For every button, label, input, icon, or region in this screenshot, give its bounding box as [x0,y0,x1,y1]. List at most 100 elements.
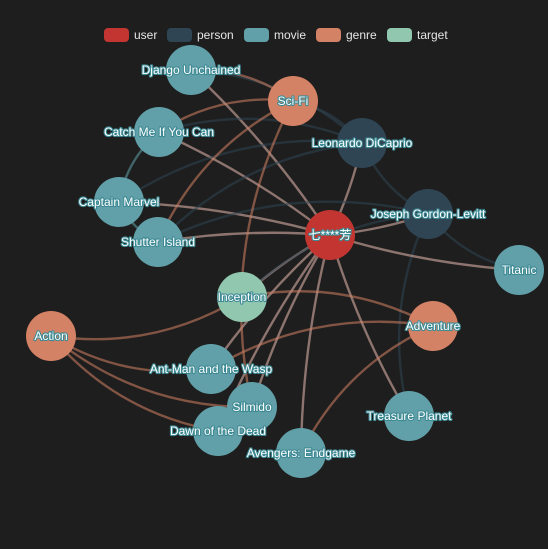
node-label-halo: Joseph Gordon-Levitt [371,207,486,221]
link-user-titanic [329,233,520,272]
node-label-halo: Captain Marvel [79,195,160,209]
node-label-halo: Silmido [232,400,272,414]
legend-item-user[interactable]: user [104,28,157,42]
node-circle [494,245,544,295]
node-label-halo: Leonardo DiCaprio [312,136,413,150]
node-label: Avengers: Endgame [247,446,356,460]
node-label: Joseph Gordon-Levitt [371,207,486,221]
node-label-halo: Titanic [502,263,537,277]
node-label-halo: Catch Me If You Can [104,125,214,139]
link-adventure-inception [241,290,434,328]
node-circle [186,344,236,394]
node-label: Shutter Island [121,235,195,249]
node-circle [305,210,355,260]
link-scifi-shutter [156,99,294,243]
legend-swatch [316,28,341,42]
legend-swatch [167,28,192,42]
node-label-halo: Sci-Fi [278,94,309,108]
legend-item-target[interactable]: target [387,28,448,42]
link-leo-shutter [157,141,363,243]
legend-label: movie [274,28,306,42]
node-label: Treasure Planet [367,409,453,423]
node-circle [94,177,144,227]
legend-swatch [244,28,269,42]
node-circle [408,301,458,351]
legend-label: target [417,28,448,42]
node-label-halo: Action [34,329,67,343]
link-user-django [190,69,332,236]
link-action-inception [50,295,243,341]
link-action-silmido [50,335,253,409]
link-leo-captain [118,139,363,204]
node-label-halo: Adventure [406,319,461,333]
node-label: Inception [218,290,267,304]
legend: user person movie genre target [104,28,448,42]
node-label-halo: Inception [218,290,267,304]
node-label-halo: Ant-Man and the Wasp [150,362,273,376]
legend-swatch [387,28,412,42]
node-label-halo: Treasure Planet [367,409,453,423]
node-circle [166,45,216,95]
node-label-halo: Shutter Island [121,235,195,249]
node-label: Sci-Fi [278,94,309,108]
node-circle [133,217,183,267]
node-circle [276,428,326,478]
node-circle [217,272,267,322]
node-label: Captain Marvel [79,195,160,209]
node-label-halo: Django Unchained [142,63,241,77]
legend-label: person [197,28,234,42]
node-label: Dawn of the Dead [170,424,266,438]
legend-swatch [104,28,129,42]
link-user-avengers [299,234,332,454]
link-scifi-silmido [239,100,295,408]
link-user-silmido [250,234,332,408]
node-label: Adventure [406,319,461,333]
legend-label: user [134,28,157,42]
legend-item-movie[interactable]: movie [244,28,306,42]
link-user-captain [118,200,331,237]
node-circle [268,76,318,126]
node-label-halo: Dawn of the Dead [170,424,266,438]
link-jgl-shutter [157,200,429,244]
node-label: Ant-Man and the Wasp [150,362,273,376]
node-circle [26,311,76,361]
node-circle [193,406,243,456]
node-label: Silmido [232,400,272,414]
link-user-treasure [328,234,411,417]
node-circle [384,391,434,441]
node-circle [403,189,453,239]
node-label: 七****芳 [309,228,352,242]
node-circle [337,118,387,168]
node-label: Catch Me If You Can [104,125,214,139]
legend-item-genre[interactable]: genre [316,28,377,42]
link-adventure-antman [210,320,434,371]
node-label: Django Unchained [142,63,241,77]
node-label-halo: Avengers: Endgame [247,446,356,460]
legend-item-person[interactable]: person [167,28,234,42]
node-label: Action [34,329,67,343]
node-user[interactable]: 七****芳七****芳 [305,210,355,260]
link-jgl-treasure [397,213,430,417]
node-label-halo: 七****芳 [309,228,352,242]
node-circle [134,107,184,157]
legend-label: genre [346,28,377,42]
node-label: Titanic [502,263,537,277]
node-label: Leonardo DiCaprio [312,136,413,150]
